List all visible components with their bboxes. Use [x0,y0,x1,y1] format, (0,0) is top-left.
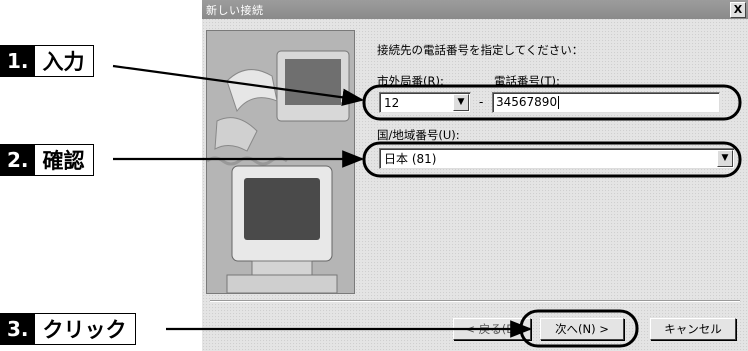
chevron-down-icon[interactable]: ▼ [717,150,733,167]
computer-illustration-icon [207,31,354,293]
dash-separator: - [479,95,484,109]
country-code-combo[interactable]: 日本 (81) ▼ [379,148,735,169]
callout-text: 確認 [42,149,85,173]
callout-step-1: 1. 入力 [0,45,94,77]
chevron-down-icon[interactable]: ▼ [453,94,469,111]
highlight-ellipse-country [362,141,742,178]
cancel-button[interactable]: キャンセル [650,318,736,340]
callout-step-2: 2. 確認 [0,144,94,176]
callout-number: 3. [1,314,35,344]
separator-line [210,300,740,302]
title-bar: 新しい接続 X [202,0,748,19]
callout-number: 2. [1,145,35,175]
callout-number: 1. [1,46,35,76]
country-code-label: 国/地域番号(U): [377,128,460,142]
callout-text: 入力 [42,50,85,74]
highlight-ellipse-next [519,309,639,348]
country-code-value: 日本 (81) [384,152,437,166]
arrow-1 [112,64,365,107]
close-icon[interactable]: X [730,2,746,18]
phone-number-value: 34567890 [496,95,558,109]
dialog-title: 新しい接続 [206,4,264,17]
prompt-text: 接続先の電話番号を指定してください： [377,43,584,57]
wizard-illustration [206,30,355,294]
highlight-ellipse-phone [362,84,742,121]
callout-step-3: 3. クリック [0,313,136,345]
phone-number-input[interactable]: 34567890 [492,92,720,113]
area-code-value: 12 [384,96,400,110]
next-button[interactable]: 次へ(N) > [540,318,624,340]
callout-text: クリック [42,318,127,342]
area-code-combo[interactable]: 12 ▼ [379,92,471,113]
